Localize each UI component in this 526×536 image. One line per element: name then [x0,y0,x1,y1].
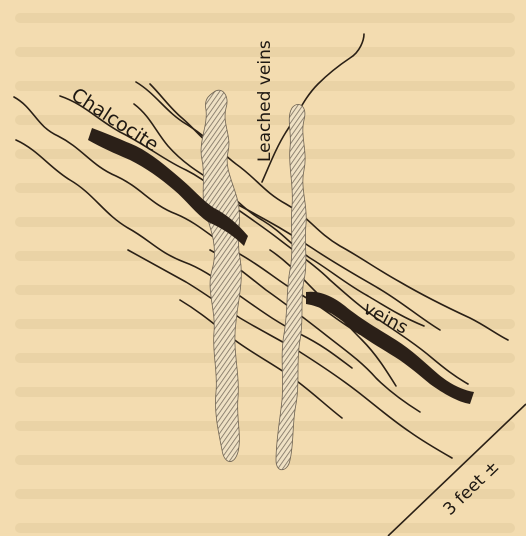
leached-veins-label: Leached veins [255,40,275,162]
